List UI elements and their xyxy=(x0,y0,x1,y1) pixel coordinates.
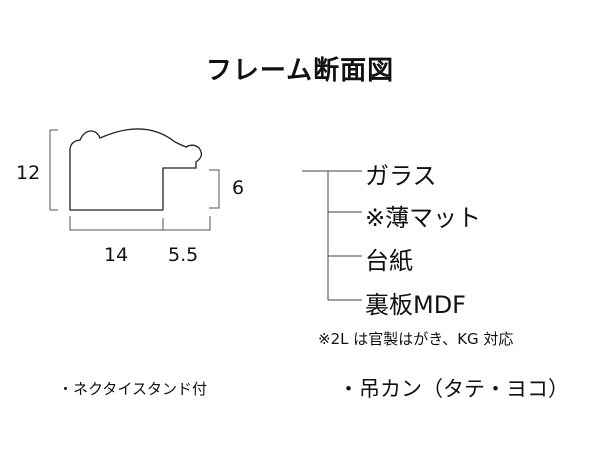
diagram-title: フレーム断面図 xyxy=(205,56,395,86)
height-label: 12 xyxy=(16,162,41,184)
layer-mat: ※薄マット xyxy=(365,204,482,232)
step-label: 6 xyxy=(232,177,245,199)
stand-feature: ・ネクタイスタンド付 xyxy=(58,380,207,398)
rabbet-label: 5.5 xyxy=(168,244,199,266)
layer-mount: 台紙 xyxy=(365,247,413,275)
height-bracket xyxy=(49,129,58,211)
frame-profile xyxy=(69,128,203,211)
layer-tree xyxy=(302,170,362,301)
hanger-feature: ・吊カン（タテ・ヨコ） xyxy=(338,377,569,401)
size-note: ※2L は官製はがき、KG 対応 xyxy=(318,330,514,348)
layer-glass: ガラス xyxy=(365,162,437,190)
layer-backboard: 裏板MDF xyxy=(365,291,466,319)
width-label: 14 xyxy=(104,244,129,266)
step-bracket xyxy=(209,169,220,209)
width-bracket xyxy=(69,216,211,231)
